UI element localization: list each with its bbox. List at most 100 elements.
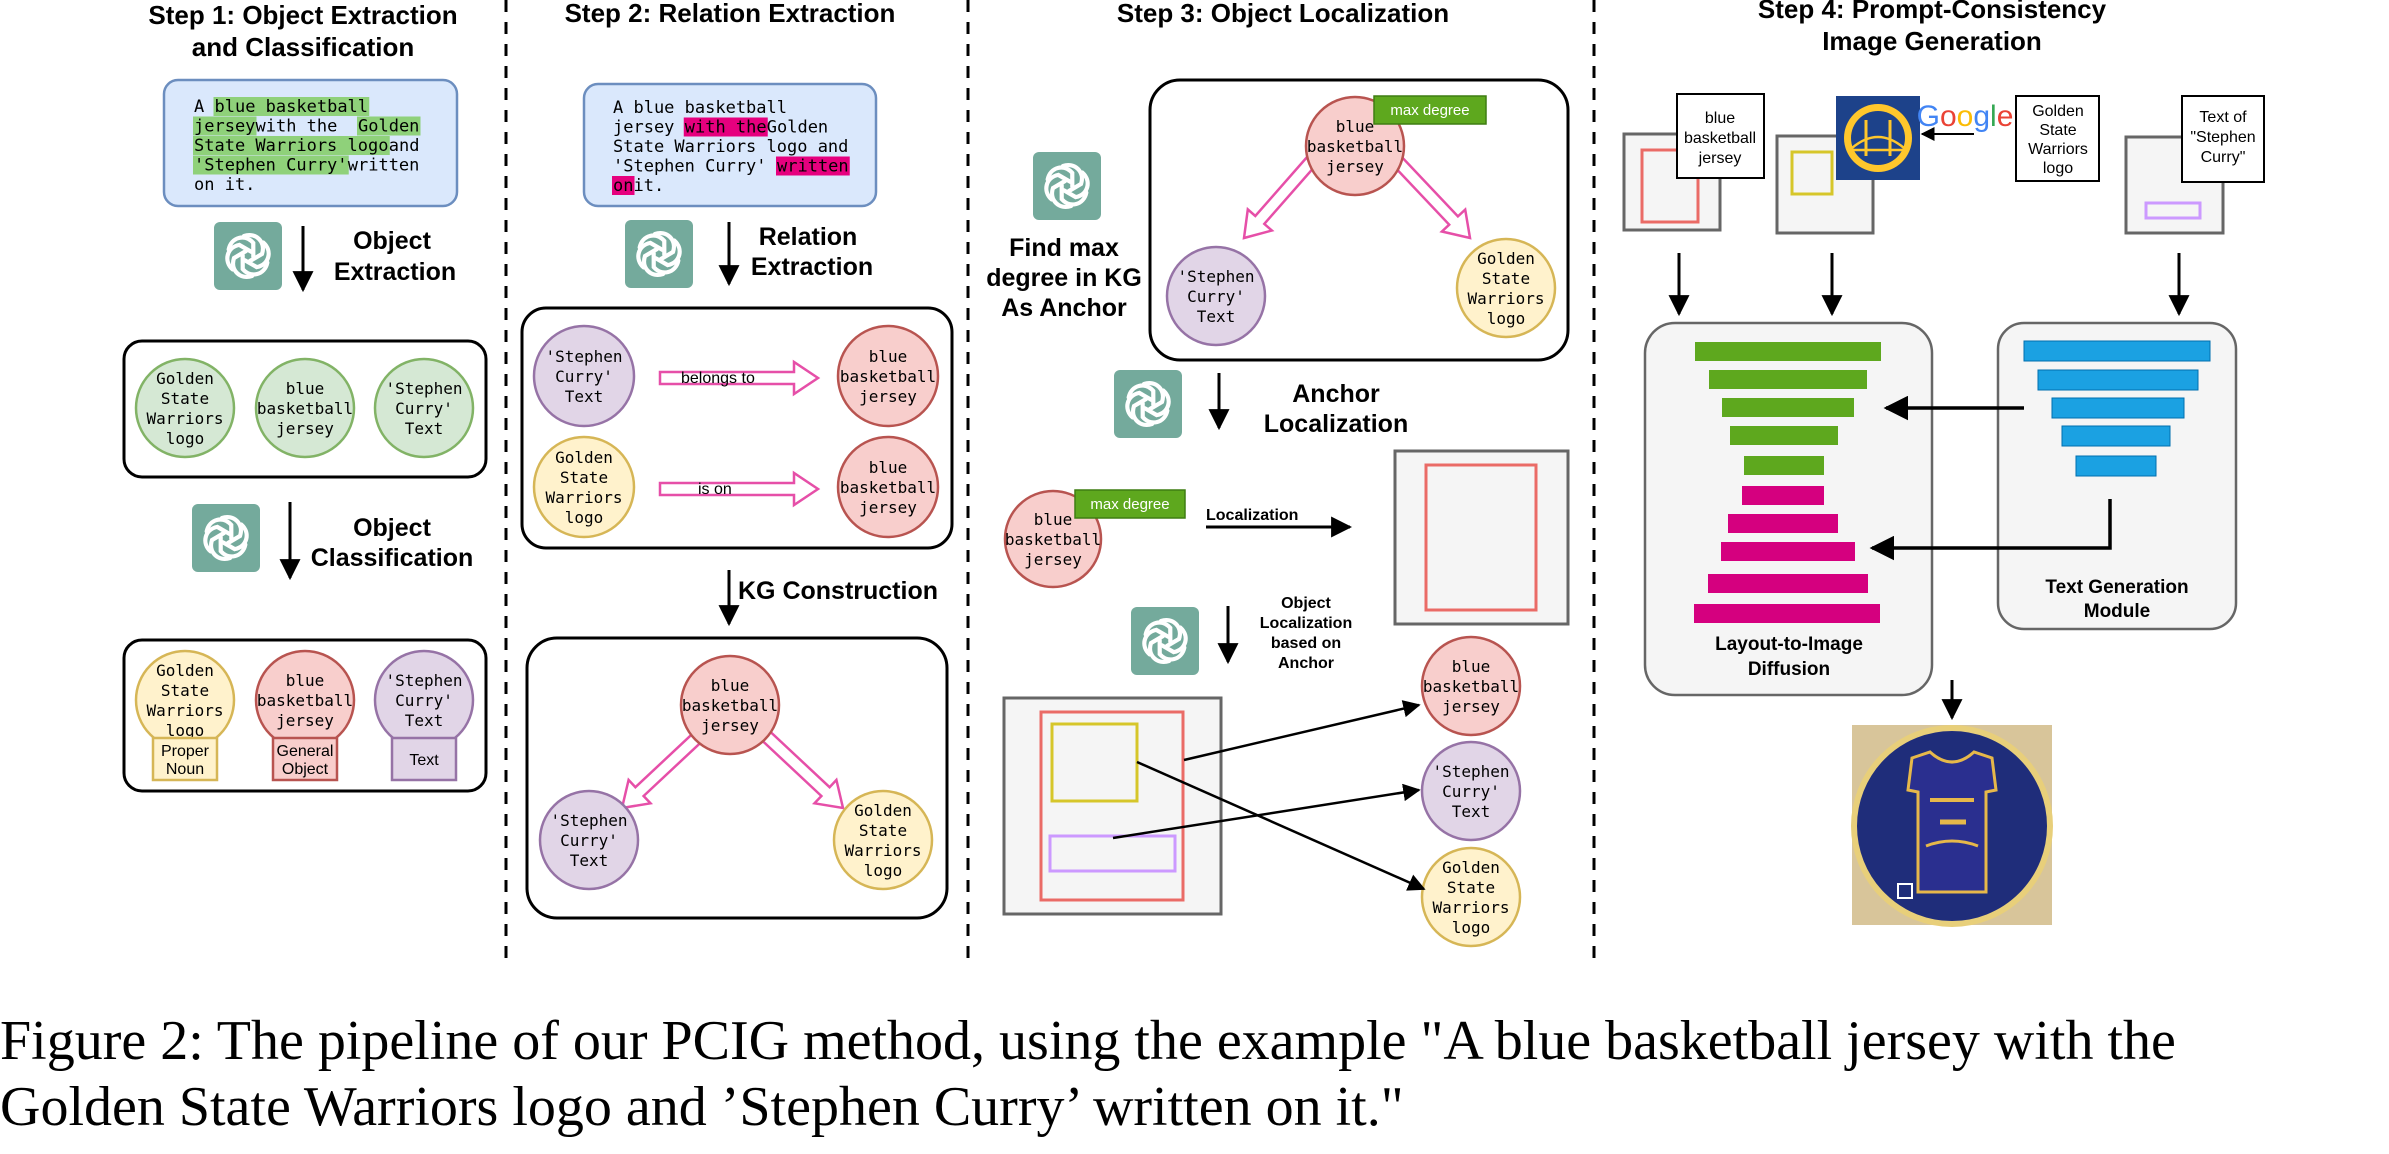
category-label: Noun — [166, 761, 204, 778]
kg-left-node-text: 'Stephen — [550, 811, 627, 830]
classified-node-text-text: Text — [405, 711, 444, 730]
step1-prompt-segment: and — [389, 136, 420, 156]
relation1-subject-node-text: Text — [565, 387, 604, 406]
step1-prompt-highlight — [193, 116, 257, 136]
step2-prompt-segment: A blue basketball — [613, 98, 787, 118]
relation1-object-node-text: blue — [869, 347, 908, 366]
openai-logo-icon — [214, 222, 282, 290]
step2-prompt-segment: 'Stephen Curry' — [613, 157, 767, 177]
openai-logo-icon — [1033, 152, 1101, 220]
openai-logo-icon — [192, 504, 260, 572]
step2-prompt-segment: written — [777, 157, 849, 177]
target-jersey-node-text: blue — [1452, 657, 1491, 676]
step1-prompt-highlight — [357, 116, 421, 136]
relation2-object-node-text: basketball — [840, 478, 936, 497]
kg-edge-right — [759, 728, 845, 810]
caption-line1: Figure 2: The pipeline of our PCIG metho… — [0, 1010, 2176, 1072]
step1-prompt-highlight — [193, 136, 390, 155]
step2-prompt-segment: jersey — [613, 118, 674, 138]
unet-layer-bar — [1742, 486, 1824, 505]
anchor-node-text: basketball — [1005, 530, 1101, 549]
step1-prompt-segment: jersey — [194, 117, 255, 137]
step2-prompt-segment: State Warriors logo and — [613, 137, 848, 157]
kg-left-node-text: Curry' — [560, 831, 618, 850]
relation2-object-node-text: jersey — [859, 498, 917, 517]
google-logo-icon: Google — [1917, 100, 2014, 133]
classified-node-logo-text: State — [161, 681, 209, 700]
relation2-subject-node-text: Warriors — [545, 488, 622, 507]
bbox-to-jersey-arrow — [1183, 700, 1421, 762]
golden-state-warriors-logo-icon — [1836, 96, 1920, 180]
obj-loc-label-line2: Localization — [1260, 615, 1352, 632]
knowledge-graph: bluebasketballjersey'StephenCurry'TextGo… — [538, 654, 934, 891]
bbox-to-logo-arrow — [1136, 760, 1426, 891]
diffusion-label-line1: Layout-to-Image — [1715, 634, 1863, 655]
step1-prompt-segment: with the — [256, 117, 338, 137]
text-encoder-layer-bar — [2037, 369, 2199, 391]
text-encoder-layer-bar — [2023, 340, 2211, 362]
textgen-label-line1: Text Generation — [2045, 577, 2188, 598]
text-encoder-layer-bar — [2051, 397, 2185, 419]
step1-prompt-highlight — [193, 155, 349, 175]
step3-kg-right-node-text: Golden — [1477, 249, 1535, 268]
category-badge — [390, 736, 458, 782]
object-node-text-text: Curry' — [395, 399, 453, 418]
relation2-arrow — [658, 470, 821, 508]
step2-prompt-segment: with the — [685, 118, 767, 138]
relation1-object-node-text: jersey — [859, 387, 917, 406]
object-node-logo-text: logo — [166, 429, 205, 448]
target-jersey-node-text: basketball — [1423, 677, 1519, 696]
classified-node-jersey-text: blue — [286, 671, 325, 690]
openai-logo-icon — [625, 220, 693, 288]
unet-layer-bar — [1694, 604, 1880, 623]
cond2-line3: Warriors — [2028, 141, 2088, 158]
find-label-line3: As Anchor — [1001, 294, 1127, 322]
find-label-line2: degree in KG — [986, 264, 1142, 292]
extracted-objects: GoldenStateWarriorslogobluebasketballjer… — [134, 357, 475, 459]
anchor-label-line1: Anchor — [1292, 380, 1380, 408]
text-layout-bbox — [2144, 201, 2202, 220]
step3-kg-right-node-text: State — [1482, 269, 1530, 288]
classified-node-logo-text: Warriors — [146, 701, 223, 720]
object-node-text-text: Text — [405, 419, 444, 438]
object-node-logo-text: State — [161, 389, 209, 408]
generated-jersey-image — [1851, 725, 2053, 927]
relation-label-line1: Relation — [759, 223, 858, 251]
target-text-node-text: Text — [1452, 802, 1491, 821]
relation2-subject-node-text: logo — [565, 508, 604, 527]
jersey-label-card — [1676, 93, 1765, 179]
diffusion-label-line2: Diffusion — [1748, 659, 1830, 680]
step2-prompt-segment: it. — [634, 176, 665, 196]
unet-layer-bar — [1730, 426, 1838, 445]
step3-kg-root-node-text: basketball — [1307, 137, 1403, 156]
cond1-line1: blue — [1705, 110, 1735, 127]
step2-prompt-highlight — [612, 176, 635, 195]
target-logo-node-text: Warriors — [1432, 898, 1509, 917]
object-node-logo-text: Golden — [156, 369, 214, 388]
caption-line2: Golden State Warriors logo and ’Stephen … — [0, 1076, 1404, 1138]
unet-layer-bar — [1709, 370, 1867, 389]
step1-prompt-segment: written — [348, 156, 420, 176]
category-badge — [271, 736, 339, 782]
kg-construction-label: KG Construction — [738, 577, 938, 605]
step1-prompt-segment: State Warriors logo — [194, 136, 388, 156]
obj-loc-label-line3: based on — [1271, 635, 1341, 652]
step3-kg-root-node-text: jersey — [1326, 157, 1384, 176]
anchor-node-text: jersey — [1024, 550, 1082, 569]
relation2-subject-node-text: State — [560, 468, 608, 487]
relation1-subject-node-text: 'Stephen — [545, 347, 622, 366]
jersey-layout-bbox — [1640, 148, 1700, 224]
classified-objects: GoldenStateWarriorslogobluebasketballjer… — [134, 649, 475, 782]
category-label: General — [277, 743, 334, 760]
relation-label-line2: Extraction — [751, 253, 873, 281]
